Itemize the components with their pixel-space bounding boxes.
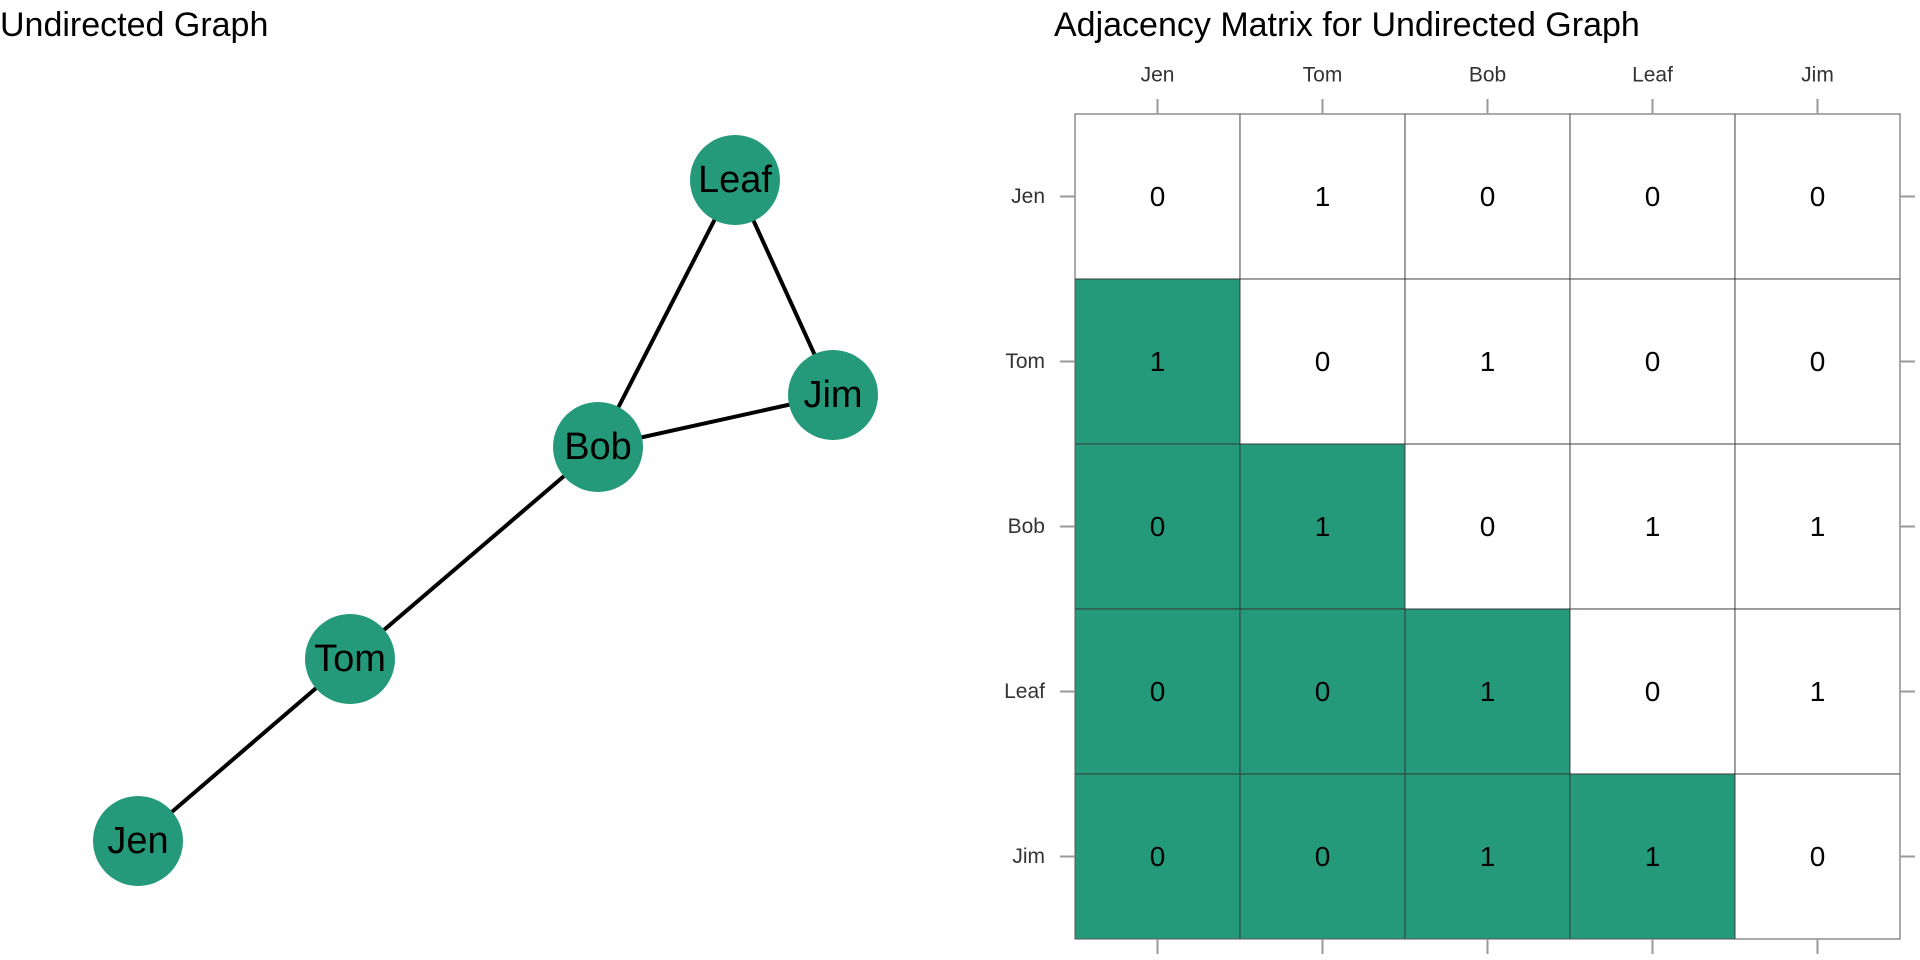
node-circle [305,614,395,704]
matrix-cell-value: 0 [1315,676,1331,707]
matrix-cell-jen-tom [1239,113,1406,280]
matrix-cell-value: 1 [1480,676,1496,707]
matrix-cell-leaf-tom [1239,608,1406,775]
matrix-cell-value: 1 [1810,511,1826,542]
matrix-cell-jim-jen [1074,773,1241,940]
matrix-cell-value: 1 [1645,841,1661,872]
node-leaf: Leaf [690,135,780,225]
edge-tom-jen [136,657,352,843]
column-label: Jen [1141,64,1175,87]
matrix-cell-value: 1 [1150,346,1166,377]
node-jen: Jen [93,796,183,886]
matrix-cell-value: 0 [1315,841,1331,872]
matrix-cell-tom-jim [1734,278,1901,445]
graph-edges [136,179,835,843]
matrix-cell-value: 0 [1645,346,1661,377]
matrix-cell-value: 1 [1810,676,1826,707]
node-label: Tom [314,638,386,680]
matrix-cell-value: 0 [1315,346,1331,377]
row-label: Jim [1012,845,1045,868]
matrix-cell-value: 0 [1150,841,1166,872]
row-label: Bob [1008,515,1045,538]
matrix-cell-value: 1 [1480,841,1496,872]
matrix-cell-jim-jim [1734,773,1901,940]
node-tom: Tom [305,614,395,704]
node-label: Bob [564,426,632,468]
column-label: Bob [1469,64,1506,87]
node-circle [553,402,643,492]
column-label: Leaf [1632,64,1673,87]
matrix-cell-jim-leaf [1569,773,1736,940]
matrix-cell-value: 0 [1810,346,1826,377]
matrix-cell-jen-leaf [1569,113,1736,280]
matrix-cell-jen-jen [1074,113,1241,280]
matrix-cell-value: 0 [1150,181,1166,212]
matrix-cell-jim-bob [1404,773,1571,940]
node-circle [93,796,183,886]
matrix-cell-value: 0 [1645,181,1661,212]
node-label: Jen [107,820,168,862]
matrix-cell-leaf-jen [1074,608,1241,775]
matrix-cell-bob-leaf [1569,443,1736,610]
matrix-cell-bob-jen [1074,443,1241,610]
matrix-cell-value: 0 [1645,676,1661,707]
matrix-title: Adjacency Matrix for Undirected Graph [1054,6,1640,44]
edge-leaf-bob [596,179,737,448]
matrix-cell-jim-tom [1239,773,1406,940]
matrix-cell-value: 1 [1315,181,1331,212]
matrix-cell-jen-bob [1404,113,1571,280]
node-label: Leaf [698,159,772,201]
edge-bob-tom [348,445,600,661]
matrix-cell-bob-tom [1239,443,1406,610]
matrix-cell-value: 0 [1480,181,1496,212]
row-label: Jen [1011,185,1045,208]
matrix-cell-value: 0 [1810,181,1826,212]
node-jim: Jim [788,350,878,440]
matrix-cell-tom-leaf [1569,278,1736,445]
matrix-cell-value: 1 [1315,511,1331,542]
matrix-cell-value: 1 [1645,511,1661,542]
node-circle [788,350,878,440]
matrix-cell-tom-bob [1404,278,1571,445]
row-label: Leaf [1004,680,1045,703]
matrix-cell-leaf-bob [1404,608,1571,775]
matrix-cell-value: 0 [1480,511,1496,542]
node-circle [690,135,780,225]
matrix-cell-value: 0 [1810,841,1826,872]
column-label: Tom [1303,64,1343,87]
column-label: Jim [1801,64,1834,87]
graph-title: Undirected Graph [0,6,269,44]
matrix-cell-value: 0 [1150,511,1166,542]
row-label: Tom [1005,350,1045,373]
node-bob: Bob [553,402,643,492]
node-label: Jim [803,374,862,416]
matrix-cell-bob-bob [1404,443,1571,610]
matrix-cell-value: 1 [1480,346,1496,377]
matrix-cell-bob-jim [1734,443,1901,610]
matrix-cell-value: 0 [1150,676,1166,707]
matrix-cell-leaf-leaf [1569,608,1736,775]
matrix-cell-tom-jen [1074,278,1241,445]
